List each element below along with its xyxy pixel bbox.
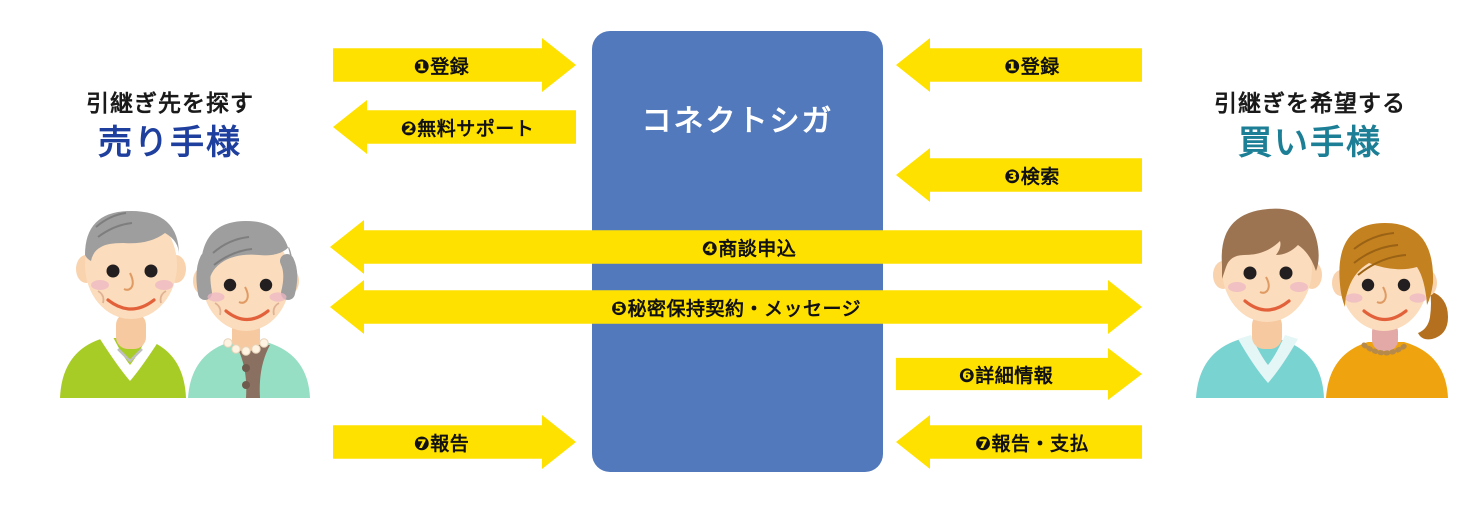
buyer-illustration — [1178, 193, 1458, 398]
flow-label: ❹商談申込 — [701, 238, 797, 260]
flow-label: ❸検索 — [1004, 166, 1060, 188]
flow-arrow-nda-message: ❺秘密保持契約・メッセージ — [330, 280, 1142, 334]
elderly-man-icon — [60, 211, 186, 398]
flow-arrow-detailed-info: ❻詳細情報 — [896, 348, 1142, 400]
flow-label: ❶登録 — [1004, 56, 1060, 78]
flow-label: ❷無料サポート — [400, 118, 535, 140]
seller-title: 売り手様 — [98, 123, 242, 162]
buyer-subtitle: 引継ぎを希望する — [1214, 90, 1406, 116]
young-man-icon — [1196, 208, 1324, 398]
elderly-woman-icon — [188, 221, 310, 398]
hub-title: コネクトシガ — [641, 105, 834, 138]
flow-arrow-negotiation-request: ❹商談申込 — [330, 220, 1142, 274]
seller-subtitle: 引継ぎ先を探す — [86, 90, 254, 116]
flow-arrow-report-seller: ❼報告 — [333, 415, 576, 469]
flow-arrow-free-support: ❷無料サポート — [333, 100, 576, 154]
flow-label: ❻詳細情報 — [958, 365, 1054, 387]
flow-label: ❼報告 — [413, 433, 470, 455]
buyer-title: 買い手様 — [1238, 123, 1382, 162]
flow-label: ❶登録 — [413, 56, 470, 78]
flow-arrow-report-payment-buyer: ❼報告・支払 — [896, 415, 1142, 469]
flow-arrow-registration-buyer: ❶登録 — [896, 38, 1142, 92]
flow-label: ❼報告・支払 — [974, 433, 1090, 455]
seller-label-group: 引継ぎ先を探す 売り手様 — [20, 90, 320, 164]
buyer-label-group: 引継ぎを希望する 買い手様 — [1160, 90, 1460, 164]
flow-label: ❺秘密保持契約・メッセージ — [610, 298, 862, 320]
flow-arrow-search: ❸検索 — [896, 148, 1142, 202]
seller-illustration — [38, 193, 318, 398]
flow-arrow-registration-seller: ❶登録 — [333, 38, 576, 92]
young-woman-icon — [1326, 223, 1448, 398]
